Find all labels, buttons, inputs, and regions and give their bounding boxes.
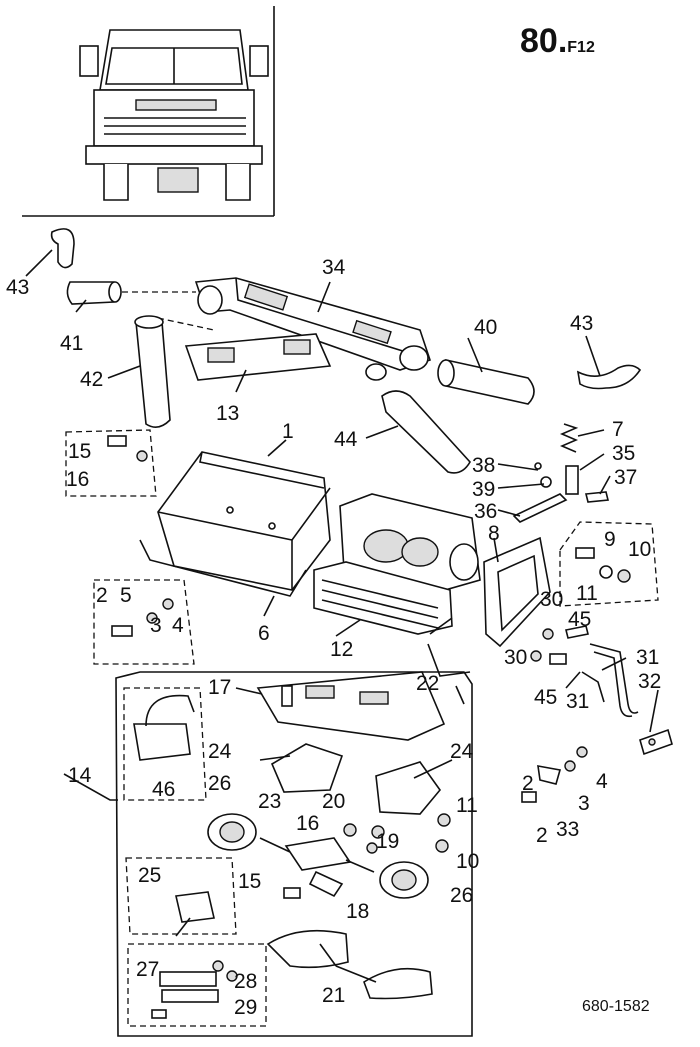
callout-24-left: 24: [208, 740, 232, 763]
callout-16-upper: 16: [66, 468, 89, 491]
callout-26-lower: 26: [450, 884, 473, 907]
blower-fans-26: [207, 813, 429, 899]
callout-6: 6: [258, 622, 270, 645]
callout-32: 32: [638, 670, 661, 693]
housings-24: [270, 743, 442, 815]
rod-6: [139, 539, 307, 597]
bolt-group-15-16: [65, 429, 157, 497]
page-code: 80.F12: [520, 22, 595, 61]
callout-11-upper: 11: [576, 582, 598, 605]
callout-11-lower: 11: [456, 794, 478, 817]
callout-10-upper: 10: [628, 538, 651, 561]
callout-15-lower: 15: [238, 870, 261, 893]
callout-25: 25: [138, 864, 161, 887]
callout-24-right: 24: [450, 740, 474, 763]
callout-18: 18: [346, 900, 369, 923]
hose-43-right: [576, 364, 642, 390]
callout-labels: 43 41 42 13 34 40 43 44 1 15 16 7 35 37 …: [6, 256, 661, 1019]
callout-19: 19: [376, 830, 399, 853]
callout-8: 8: [488, 522, 500, 545]
subassembly-14-frame: [115, 671, 473, 1037]
callout-23: 23: [258, 790, 281, 813]
hose-43-left: [50, 228, 75, 269]
bolt-group-2-3-4-5: [93, 579, 195, 665]
callout-36: 36: [474, 500, 497, 523]
callout-31-lower: 31: [566, 690, 589, 713]
callout-13: 13: [216, 402, 239, 425]
callout-16-lower: 16: [296, 812, 319, 835]
motor-23: [259, 837, 375, 873]
fittings-9-10-11: [559, 521, 659, 607]
clip-25: [175, 891, 215, 923]
callout-43-right: 43: [570, 312, 593, 335]
callout-17: 17: [208, 676, 231, 699]
air-duct-34: [194, 277, 432, 381]
callout-4-left: 4: [172, 614, 184, 637]
gasket-13: [184, 333, 332, 381]
callout-30-lower: 30: [504, 646, 527, 669]
small-fittings-sub: [281, 685, 451, 899]
callout-31-right: 31: [636, 646, 659, 669]
page-code-sub: F12: [567, 39, 595, 56]
callout-35: 35: [612, 442, 635, 465]
callout-21: 21: [322, 984, 345, 1007]
callout-7: 7: [612, 418, 624, 441]
callout-5: 5: [120, 584, 132, 607]
brackets-21: [266, 929, 433, 1000]
hose-40: [437, 359, 535, 405]
hose-42: [134, 315, 171, 428]
truck-front-thumbnail: [22, 6, 275, 217]
terminal-27-28-29: [151, 960, 238, 1019]
callout-15-upper: 15: [68, 440, 91, 463]
callout-2-right: 2: [522, 772, 534, 795]
callout-37: 37: [614, 466, 637, 489]
callout-14: 14: [68, 764, 92, 787]
callout-38: 38: [472, 454, 495, 477]
hose-44: [381, 390, 471, 474]
callout-42: 42: [80, 368, 103, 391]
callout-44: 44: [334, 428, 358, 451]
page-code-main: 80.: [520, 22, 568, 60]
callout-2-right-lower: 2: [536, 824, 548, 847]
callout-1: 1: [282, 420, 294, 443]
callout-40: 40: [474, 316, 497, 339]
resistor-46: [133, 694, 195, 761]
callout-45-upper: 45: [568, 608, 591, 631]
cover-plate-8: [483, 536, 551, 648]
callout-12: 12: [330, 638, 353, 661]
hose-41: [66, 281, 122, 305]
callout-46: 46: [152, 778, 175, 801]
callout-20: 20: [322, 790, 345, 813]
bracket-33-parts: [521, 746, 588, 803]
pipes-31-45-30: [530, 625, 639, 718]
callout-45-lower: 45: [534, 686, 557, 709]
callout-34: 34: [322, 256, 346, 279]
callout-29: 29: [234, 996, 257, 1019]
callout-43-left: 43: [6, 276, 29, 299]
callout-39: 39: [472, 478, 495, 501]
heat-exchanger-12: [313, 561, 453, 635]
leader-lines: [25, 249, 659, 983]
plate-17: [256, 671, 446, 741]
callout-10-lower: 10: [456, 850, 479, 873]
heater-housing-1: [157, 451, 331, 591]
clamp-32: [639, 728, 673, 756]
callout-33: 33: [556, 818, 579, 841]
callout-26-upper: 26: [208, 772, 231, 795]
lever-35-36-37: [512, 462, 610, 523]
callout-22: 22: [416, 672, 439, 695]
callout-9: 9: [604, 528, 616, 551]
callout-3-left: 3: [150, 614, 162, 637]
callout-2-left: 2: [96, 584, 108, 607]
callout-30-upper: 30: [540, 588, 563, 611]
callout-4-right: 4: [596, 770, 608, 793]
callout-27: 27: [136, 958, 159, 981]
drawing-number: 680-1582: [582, 998, 650, 1015]
spring-7: [559, 423, 579, 453]
callout-3-right: 3: [578, 792, 590, 815]
callout-28: 28: [234, 970, 257, 993]
callout-41: 41: [60, 332, 83, 355]
